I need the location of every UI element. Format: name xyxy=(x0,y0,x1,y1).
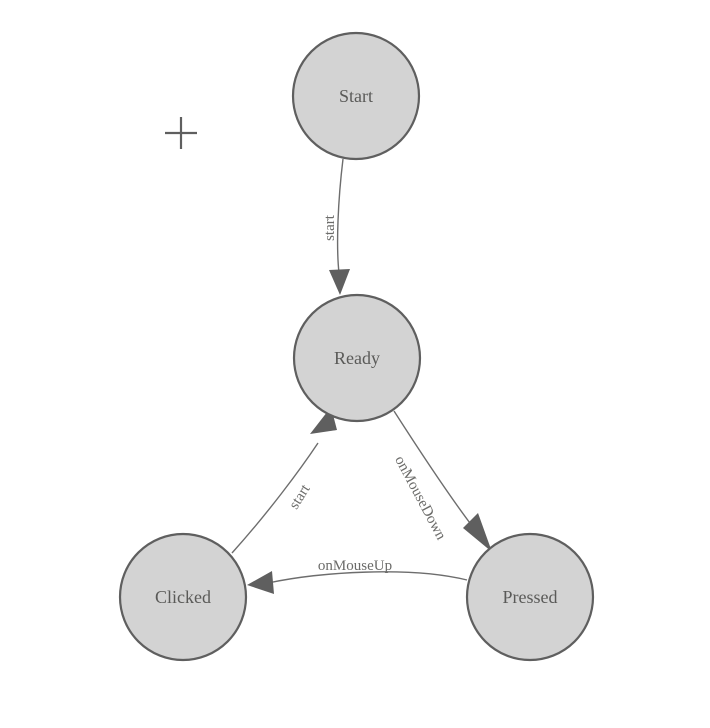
state-node-ready[interactable]: Ready xyxy=(292,293,422,423)
edge-label-ready-to-pressed: onMouseDown xyxy=(391,453,449,543)
edge-pressed-to-clicked-arrowhead xyxy=(247,571,274,594)
state-node-start-circle[interactable] xyxy=(291,31,421,161)
edge-label-clicked-to-ready: start xyxy=(286,481,314,512)
state-node-start[interactable]: Start xyxy=(291,31,421,161)
edge-ready-to-pressed-arrowhead xyxy=(463,513,492,552)
state-node-ready-circle[interactable] xyxy=(292,293,422,423)
plus-marker-icon xyxy=(165,117,197,149)
edge-pressed-to-clicked[interactable]: onMouseUp xyxy=(247,558,468,594)
edge-clicked-to-ready-path xyxy=(231,442,319,554)
edge-pressed-to-clicked-path xyxy=(267,571,468,584)
edge-start-to-ready[interactable]: start xyxy=(322,158,350,295)
state-node-clicked-circle[interactable] xyxy=(118,532,248,662)
state-node-pressed[interactable]: Pressed xyxy=(465,532,595,662)
edge-label-start-to-ready: start xyxy=(322,214,338,241)
state-node-pressed-circle[interactable] xyxy=(465,532,595,662)
edge-clicked-to-ready[interactable]: start xyxy=(231,407,337,554)
edge-start-to-ready-arrowhead xyxy=(329,269,350,295)
state-node-clicked[interactable]: Clicked xyxy=(118,532,248,662)
edge-ready-to-pressed[interactable]: onMouseDown xyxy=(391,410,492,552)
edge-start-to-ready-path xyxy=(336,158,344,274)
